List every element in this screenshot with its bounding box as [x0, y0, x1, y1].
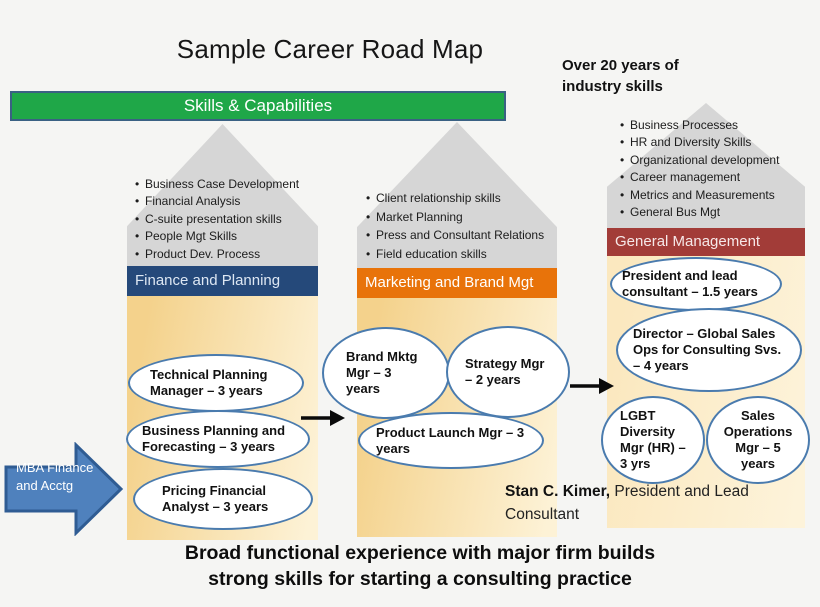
- skill-item: HR and Diversity Skills: [620, 134, 806, 152]
- role-label: Product Launch Mgr – 3 years: [376, 424, 525, 456]
- role-label: LGBT Diversity Mgr (HR) – 3 yrs: [620, 408, 686, 471]
- role-oval-business-planning: Business Planning and Forecasting – 3 ye…: [126, 410, 310, 468]
- skill-item: Product Dev. Process: [135, 246, 317, 264]
- entry-arrow-icon: [4, 442, 124, 536]
- industry-skills-note: Over 20 years of industry skills: [562, 57, 679, 95]
- role-label: Business Planning and Forecasting – 3 ye…: [142, 423, 286, 454]
- skill-item: Organizational development: [620, 152, 806, 170]
- signature: Stan C. Kimer, President and Lead Consul…: [505, 480, 780, 526]
- skill-item: General Bus Mgt: [620, 204, 806, 222]
- role-label: President and lead consultant – 1.5 year…: [622, 268, 758, 299]
- role-oval-strategy-mgr: Strategy Mgr – 2 years: [446, 326, 570, 418]
- role-oval-product-launch: Product Launch Mgr – 3 years: [358, 412, 544, 469]
- management-skills-list: Business Processes HR and Diversity Skil…: [620, 117, 806, 222]
- footer-caption: Broad functional experience with major f…: [110, 540, 730, 592]
- management-header: General Management: [607, 228, 805, 256]
- role-label: Technical Planning Manager – 3 years: [150, 367, 268, 398]
- skill-item: Metrics and Measurements: [620, 187, 806, 205]
- footer-line: strong skills for starting a consulting …: [208, 568, 632, 590]
- role-oval-brand-mktg: Brand Mktg Mgr – 3 years: [322, 327, 450, 419]
- signature-name: Stan C. Kimer,: [505, 483, 611, 500]
- marketing-header: Marketing and Brand Mgt: [357, 268, 557, 298]
- skill-item: C-suite presentation skills: [135, 211, 317, 229]
- role-label: Sales Operations Mgr – 5 years: [723, 408, 793, 471]
- role-label: Brand Mktg Mgr – 3 years: [346, 349, 418, 396]
- skill-item: Market Planning: [366, 208, 562, 227]
- role-label: Pricing Financial Analyst – 3 years: [162, 483, 269, 514]
- flow-arrow-icon: [301, 410, 345, 426]
- skill-item: Press and Consultant Relations: [366, 226, 562, 245]
- role-oval-director: Director – Global Sales Ops for Consulti…: [616, 308, 802, 392]
- skill-item: Career management: [620, 169, 806, 187]
- role-oval-pricing-analyst: Pricing Financial Analyst – 3 years: [133, 468, 313, 530]
- skill-item: Client relationship skills: [366, 189, 562, 208]
- skill-item: People Mgt Skills: [135, 228, 317, 246]
- page-title: Sample Career Road Map: [176, 34, 484, 64]
- skills-capabilities-banner: Skills & Capabilities: [10, 91, 506, 121]
- role-label: Strategy Mgr – 2 years: [465, 356, 545, 387]
- skill-item: Financial Analysis: [135, 193, 317, 211]
- finance-header: Finance and Planning: [127, 266, 318, 296]
- role-oval-president: President and lead consultant – 1.5 year…: [610, 257, 782, 311]
- role-oval-sales-ops: Sales Operations Mgr – 5 years: [706, 396, 810, 484]
- role-label: Director – Global Sales Ops for Consulti…: [633, 326, 782, 373]
- footer-line: Broad functional experience with major f…: [184, 542, 656, 564]
- entry-arrow-label: MBA Finance and Acctg: [16, 460, 94, 493]
- role-oval-technical-planning: Technical Planning Manager – 3 years: [128, 354, 304, 412]
- signature-role: President and Lead Consultant: [505, 483, 749, 523]
- finance-skills-list: Business Case Development Financial Anal…: [135, 176, 317, 263]
- marketing-skills-list: Client relationship skills Market Planni…: [366, 189, 562, 263]
- skill-item: Business Case Development: [135, 176, 317, 194]
- role-oval-lgbt-diversity: LGBT Diversity Mgr (HR) – 3 yrs: [601, 396, 705, 484]
- flow-arrow-icon: [570, 378, 614, 394]
- skill-item: Business Processes: [620, 117, 806, 135]
- skill-item: Field education skills: [366, 245, 562, 264]
